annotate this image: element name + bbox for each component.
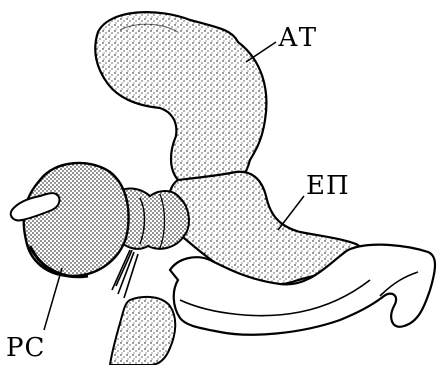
label-at: АТ bbox=[278, 23, 317, 53]
upper-segment-at bbox=[95, 12, 266, 192]
leader-line-at bbox=[246, 42, 276, 62]
leader-line-pc bbox=[44, 268, 62, 330]
label-ep: ЕП bbox=[306, 171, 350, 201]
bottom-structure bbox=[110, 297, 175, 365]
leader-line-ep bbox=[278, 196, 304, 230]
label-pc: РС bbox=[6, 333, 45, 363]
